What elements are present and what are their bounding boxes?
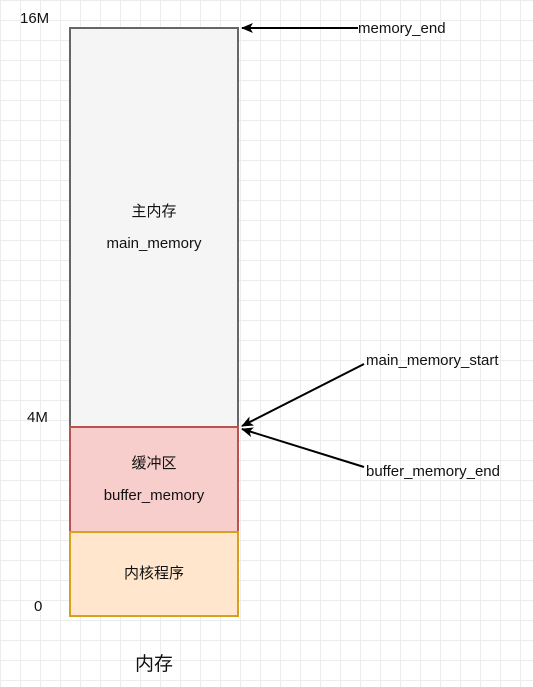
memory-caption: 内存 bbox=[135, 654, 174, 675]
tick-label-16m: 16M bbox=[20, 10, 50, 27]
buffer-memory-label-cn: 缓冲区 bbox=[131, 454, 177, 472]
buffer-memory-block: 缓冲区 buffer_memory bbox=[69, 426, 239, 533]
main-memory-start-label: main_memory_start bbox=[366, 352, 499, 369]
buffer-memory-label-en: buffer_memory bbox=[103, 486, 205, 504]
main-memory-block: 主内存 main_memory bbox=[69, 27, 239, 428]
main-memory-label-en: main_memory bbox=[106, 234, 202, 252]
kernel-label: 内核程序 bbox=[123, 565, 184, 582]
buffer-memory-end-label: buffer_memory_end bbox=[366, 463, 500, 480]
buffer-memory-end-arrow bbox=[241, 427, 365, 468]
tick-label-0: 0 bbox=[34, 598, 43, 615]
main-memory-start-arrow bbox=[241, 363, 365, 427]
kernel-block: 内核程序 bbox=[69, 531, 239, 617]
memory-end-label: memory_end bbox=[358, 20, 446, 37]
main-memory-label-cn: 主内存 bbox=[131, 202, 177, 220]
tick-label-4m: 4M bbox=[27, 409, 48, 426]
